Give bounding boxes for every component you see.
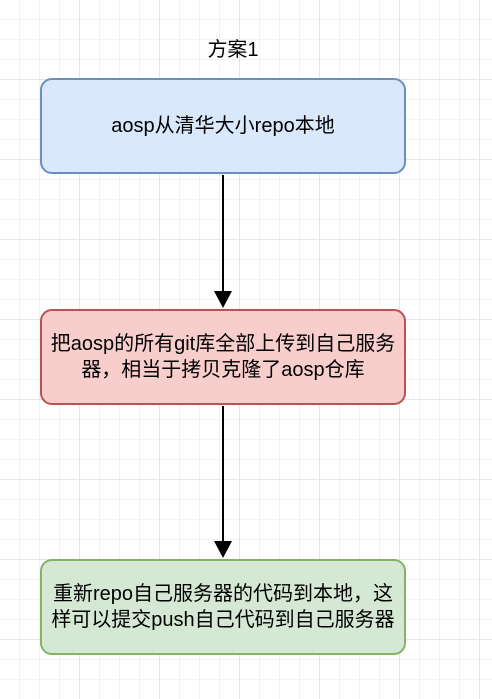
node-step-3-label: 重新repo自己服务器的代码到本地，这样可以提交push自己代码到自己服务器 (51, 583, 395, 631)
node-step-1: aosp从清华大小repo本地 (40, 78, 406, 174)
node-step-1-label: aosp从清华大小repo本地 (111, 115, 335, 137)
node-step-2: 把aosp的所有git库全部上传到自己服务器，相当于拷贝克隆了aosp仓库 (40, 309, 406, 405)
node-step-3: 重新repo自己服务器的代码到本地，这样可以提交push自己代码到自己服务器 (40, 559, 406, 655)
node-step-2-label: 把aosp的所有git库全部上传到自己服务器，相当于拷贝克隆了aosp仓库 (50, 333, 396, 381)
diagram-title: 方案1 (207, 39, 259, 61)
arrowhead-step-2 (214, 291, 232, 308)
arrowhead-step-3 (214, 541, 232, 558)
